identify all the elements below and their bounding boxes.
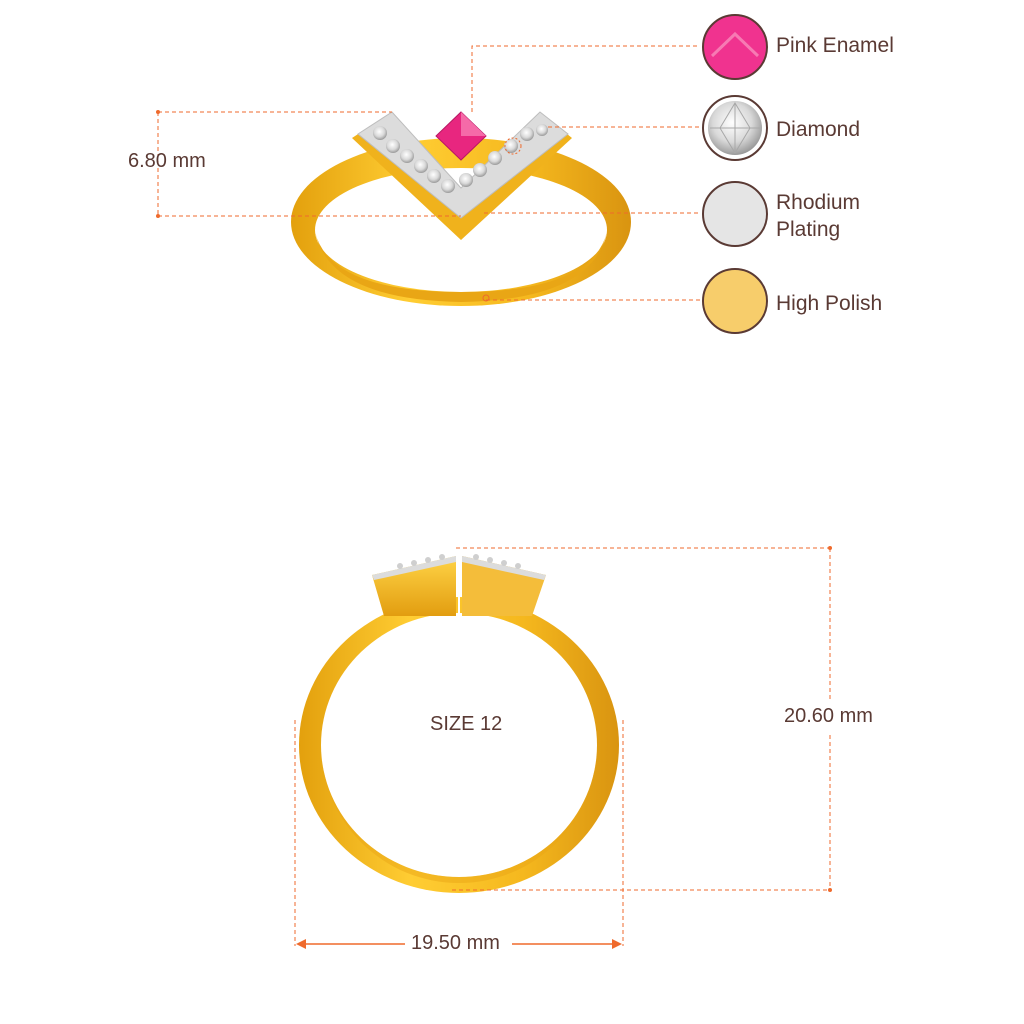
width-dimension-arrow xyxy=(296,939,622,949)
top-dimension-lines xyxy=(157,45,700,301)
ring-front-view xyxy=(299,554,619,893)
legend-label-high-polish: High Polish xyxy=(776,292,883,315)
ring-height-dimension-label: 20.60 mm xyxy=(784,705,873,728)
legend-label-pink-enamel: Pink Enamel xyxy=(776,34,894,57)
ring-width-dimension-label: 19.50 mm xyxy=(411,932,500,954)
legend-swatches xyxy=(702,14,768,334)
ring-top-view xyxy=(291,111,631,306)
front-shank-inner xyxy=(321,613,597,877)
diamond-marker xyxy=(504,137,522,155)
swatch-gold xyxy=(702,268,768,334)
legend-label-rhodium: Rhodium Plating xyxy=(776,189,860,243)
swatch-rhodium xyxy=(702,181,768,247)
front-dimension-lines xyxy=(294,547,831,946)
legend-label-rhodium-line1: Rhodium xyxy=(776,191,861,214)
height-dimension-label: 6.80 mm xyxy=(128,150,206,172)
swatch-pink-enamel xyxy=(702,14,768,80)
ring-size-label: SIZE 12 xyxy=(430,713,503,735)
pave-diamonds xyxy=(373,124,548,193)
legend-label-rhodium-line2: Plating xyxy=(776,218,841,241)
legend-label-diamond: Diamond xyxy=(776,118,861,141)
